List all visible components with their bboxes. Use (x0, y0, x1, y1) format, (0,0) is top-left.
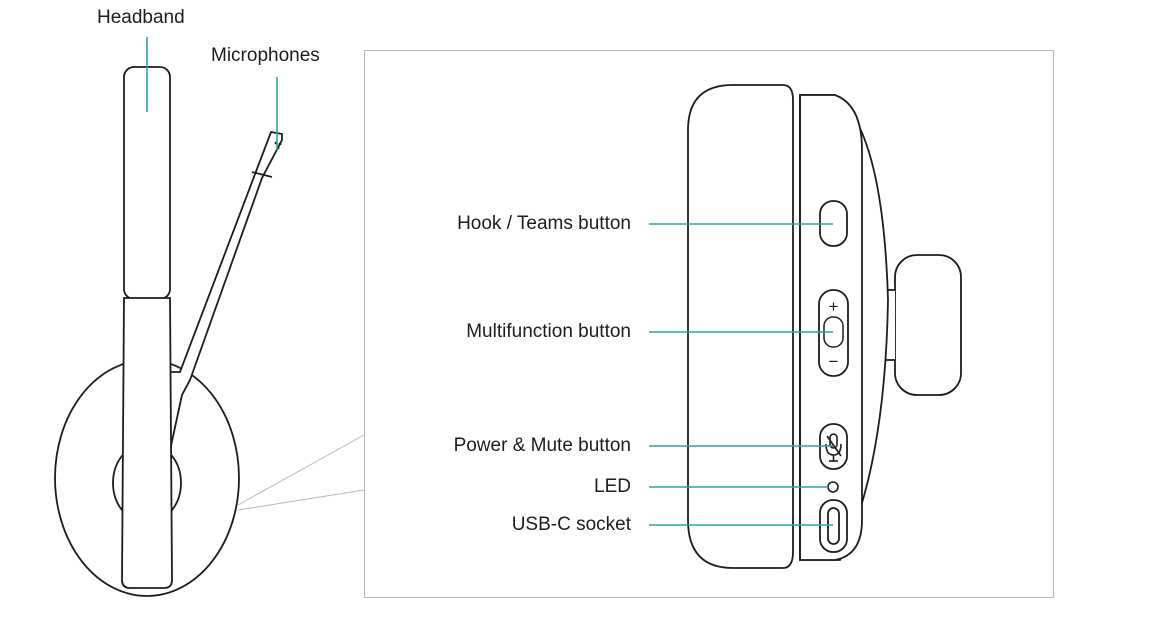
multifunction-button: + − (818, 289, 849, 377)
ear-cushion-front (687, 84, 794, 569)
headband-label: Headband (97, 7, 185, 28)
power-mute-button (819, 423, 848, 470)
zoom-connector-lines (237, 434, 365, 511)
hook-teams-label: Hook / Teams button (457, 213, 631, 234)
led-label: LED (594, 476, 631, 497)
usb-c-socket (819, 499, 848, 553)
headset-side-view (54, 66, 283, 597)
volume-plus-symbol: + (829, 297, 839, 316)
volume-minus-symbol: − (829, 352, 839, 371)
headband-lower (121, 297, 173, 589)
leader-lines (146, 37, 833, 526)
multifunction-label: Multifunction button (466, 321, 631, 342)
microphone-mute-icon (825, 433, 842, 462)
usb-c-label: USB-C socket (511, 514, 631, 535)
detail-view-frame (364, 50, 1054, 598)
power-mute-label: Power & Mute button (453, 435, 631, 456)
microphones-label: Microphones (211, 45, 320, 66)
